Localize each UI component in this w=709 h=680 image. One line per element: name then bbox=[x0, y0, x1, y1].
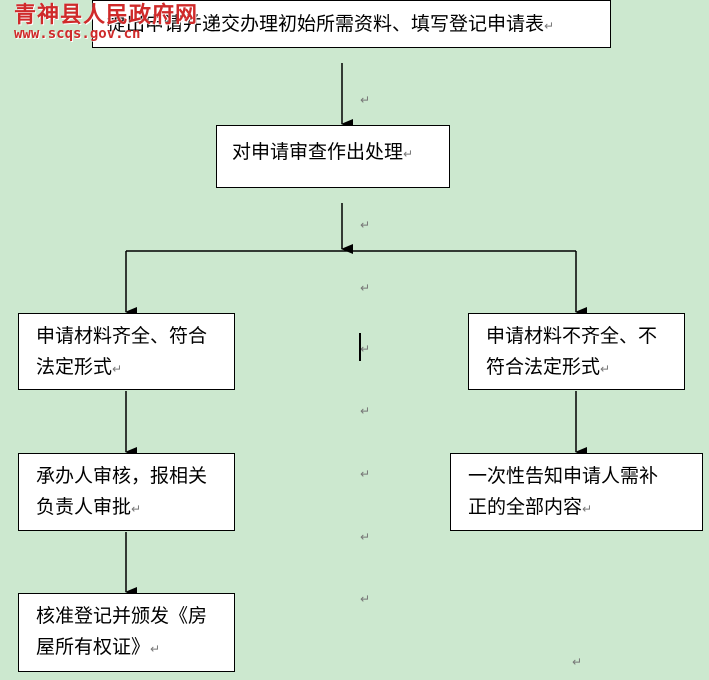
step-issue-box: 核准登记并颁发《房 屋所有权证》↵ bbox=[18, 593, 235, 672]
paragraph-mark: ↵ bbox=[360, 404, 371, 418]
paragraph-mark: ↵ bbox=[403, 147, 414, 161]
step-notify-box: 一次性告知申请人需补 正的全部内容↵ bbox=[450, 453, 703, 531]
paragraph-mark: ↵ bbox=[360, 342, 371, 356]
paragraph-mark: ↵ bbox=[112, 362, 123, 376]
paragraph-mark: ↵ bbox=[360, 281, 371, 295]
paragraph-mark: ↵ bbox=[600, 362, 611, 376]
step-issue-line2: 屋所有权证》 bbox=[36, 636, 151, 658]
paragraph-mark: ↵ bbox=[360, 218, 371, 232]
step-incomplete-box: 申请材料不齐全、不 符合法定形式↵ bbox=[468, 313, 685, 390]
step-approve-line1: 承办人审核，报相关 bbox=[36, 465, 208, 487]
step-review-text: 对申请审查作出处理 bbox=[232, 141, 404, 163]
paragraph-mark: ↵ bbox=[544, 19, 555, 33]
paragraph-mark: ↵ bbox=[572, 655, 583, 669]
paragraph-mark: ↵ bbox=[131, 502, 142, 516]
step-complete-line1: 申请材料齐全、符合 bbox=[36, 325, 208, 347]
step-submit-text: 提出申请并递交办理初始所需资料、填写登记申请表 bbox=[107, 13, 545, 35]
paragraph-mark: ↵ bbox=[582, 502, 593, 516]
step-notify-line2: 正的全部内容 bbox=[468, 496, 583, 518]
step-complete-line2: 法定形式 bbox=[36, 356, 113, 378]
text-cursor bbox=[359, 333, 361, 361]
paragraph-mark: ↵ bbox=[360, 592, 371, 606]
paragraph-mark: ↵ bbox=[360, 93, 371, 107]
step-complete-box: 申请材料齐全、符合 法定形式↵ bbox=[18, 313, 235, 390]
step-incomplete-line2: 符合法定形式 bbox=[486, 356, 601, 378]
step-review-box: 对申请审查作出处理↵ bbox=[216, 125, 450, 188]
step-issue-line1: 核准登记并颁发《房 bbox=[36, 605, 208, 627]
paragraph-mark: ↵ bbox=[150, 642, 161, 656]
step-approve-box: 承办人审核，报相关 负责人审批↵ bbox=[18, 453, 235, 531]
step-submit-box: 提出申请并递交办理初始所需资料、填写登记申请表↵ bbox=[92, 0, 611, 48]
step-notify-line1: 一次性告知申请人需补 bbox=[468, 465, 659, 487]
step-approve-line2: 负责人审批 bbox=[36, 496, 132, 518]
paragraph-mark: ↵ bbox=[360, 530, 371, 544]
paragraph-mark: ↵ bbox=[360, 467, 371, 481]
step-incomplete-line1: 申请材料不齐全、不 bbox=[486, 325, 658, 347]
